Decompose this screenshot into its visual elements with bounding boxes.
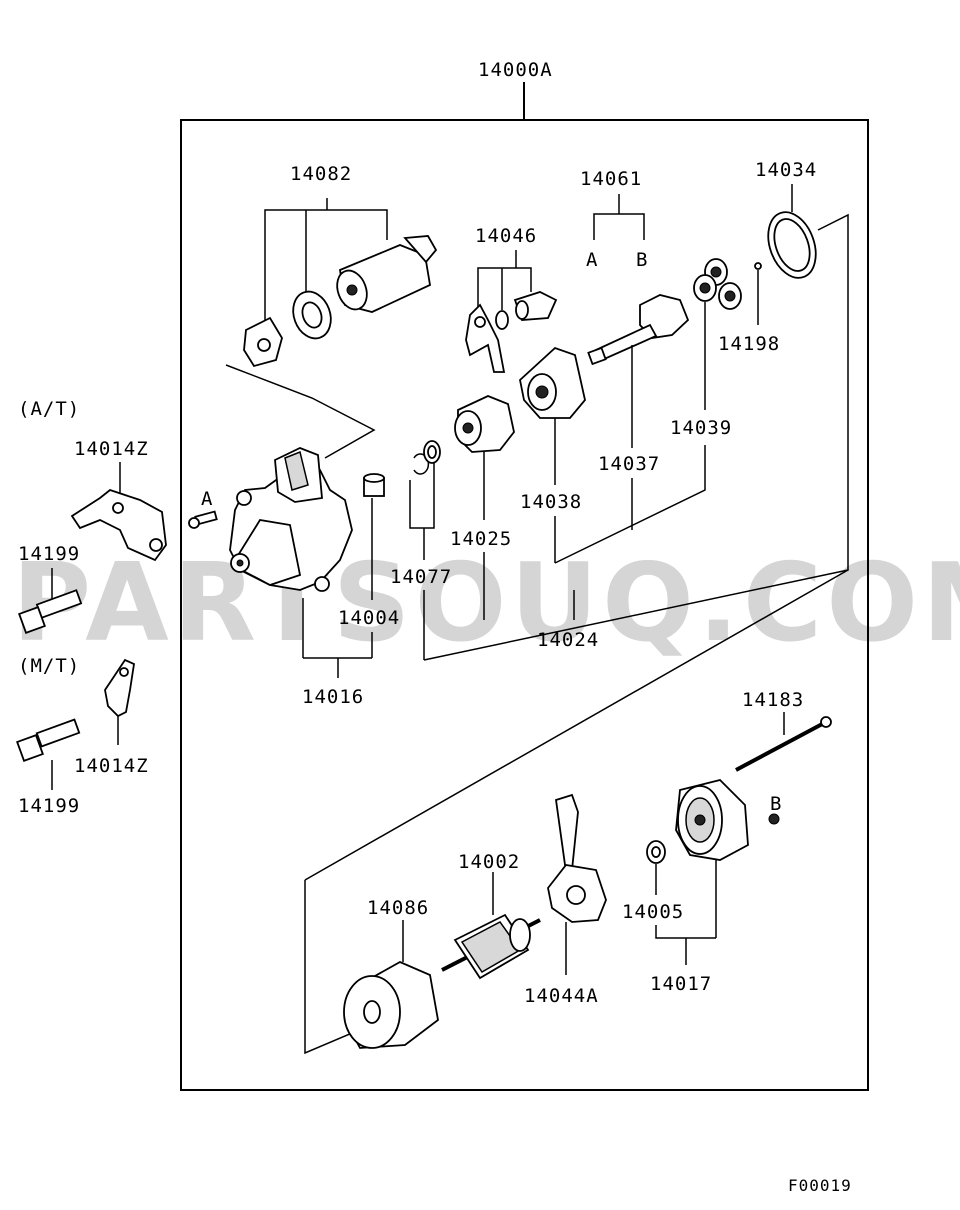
part-label-14039[interactable]: 14039 (670, 417, 732, 439)
part-label-14034[interactable]: 14034 (755, 159, 817, 181)
ref-letter-b-screw: B (770, 793, 782, 815)
snap-ring (413, 453, 430, 475)
planetary-gears (693, 258, 742, 310)
part-label-14004[interactable]: 14004 (338, 607, 400, 629)
variant-label-at: (A/T) (18, 398, 80, 420)
bolt-mt (16, 718, 81, 762)
part-label-14002[interactable]: 14002 (458, 851, 520, 873)
part-label-14082[interactable]: 14082 (290, 163, 352, 185)
part-label-14037[interactable]: 14037 (598, 453, 660, 475)
ref-letter-a-bolt: A (201, 488, 213, 510)
part-label-14077[interactable]: 14077 (390, 566, 452, 588)
screw-b (768, 813, 780, 825)
bolt-at (18, 589, 83, 634)
front-housing (229, 447, 353, 592)
part-label-14016[interactable]: 14016 (302, 686, 364, 708)
part-label-14198[interactable]: 14198 (718, 333, 780, 355)
ref-letter-a-top: A (586, 249, 598, 271)
part-label-14014z-mt[interactable]: 14014Z (74, 755, 149, 777)
part-label-14038[interactable]: 14038 (520, 491, 582, 513)
part-label-14046[interactable]: 14046 (475, 225, 537, 247)
solenoid-body (336, 235, 438, 313)
rear-cover (675, 779, 749, 861)
part-label-14024[interactable]: 14024 (537, 629, 599, 651)
part-label-14061[interactable]: 14061 (580, 168, 642, 190)
housing-bolt-a (188, 510, 218, 529)
bracket-mt (104, 658, 135, 718)
part-label-14199-at[interactable]: 14199 (18, 543, 80, 565)
figure-code: F00019 (788, 1176, 852, 1195)
armature (441, 913, 541, 980)
variant-label-mt: (M/T) (18, 655, 80, 677)
part-label-14199-mt[interactable]: 14199 (18, 795, 80, 817)
planetary-shaft (587, 294, 690, 366)
part-label-14014z-at[interactable]: 14014Z (74, 438, 149, 460)
part-label-14005[interactable]: 14005 (622, 901, 684, 923)
bushing-14004 (363, 473, 385, 497)
drive-lever (465, 303, 506, 373)
pin-14198 (754, 262, 762, 270)
gear-case (519, 346, 586, 419)
through-bolt (735, 716, 832, 772)
part-label-14086[interactable]: 14086 (367, 897, 429, 919)
part-label-14044a[interactable]: 14044A (524, 985, 599, 1007)
lower-group-outline (304, 569, 849, 881)
assembly-label[interactable]: 14000A (478, 59, 553, 81)
part-label-14183[interactable]: 14183 (742, 689, 804, 711)
bracket-ring (767, 211, 817, 279)
solenoid-seal (292, 290, 332, 340)
solenoid-plate (243, 316, 283, 368)
part-label-14017[interactable]: 14017 (650, 973, 712, 995)
pinion-clutch (454, 395, 515, 453)
part-label-14025[interactable]: 14025 (450, 528, 512, 550)
upper-group-outline (423, 213, 849, 661)
ref-letter-b-top: B (636, 249, 648, 271)
lever-spring (513, 291, 558, 321)
brush-holder (547, 793, 607, 923)
lever-ring (495, 310, 509, 330)
yoke (343, 960, 439, 1049)
watermark: PARTSOUQ.COM (12, 541, 960, 666)
bracket-at (70, 488, 167, 562)
rear-bushing (646, 840, 666, 864)
